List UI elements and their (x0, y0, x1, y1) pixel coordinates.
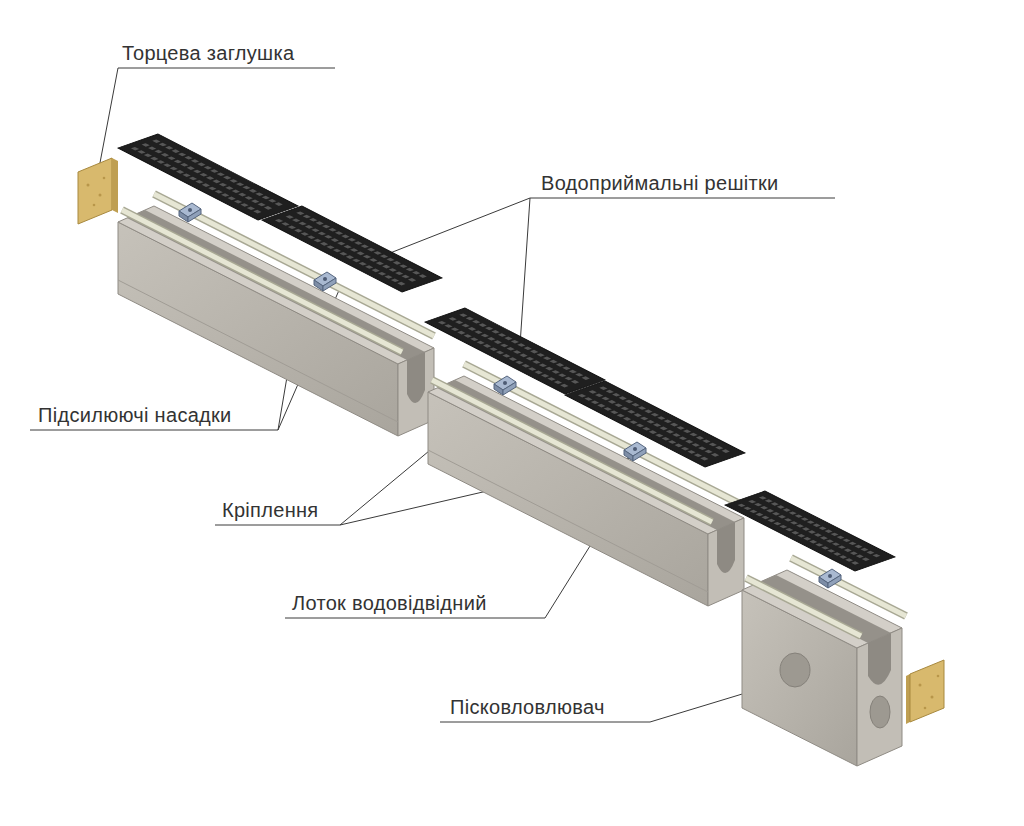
channel-2 (428, 376, 744, 606)
grate (118, 134, 298, 220)
leader-lines (30, 68, 835, 722)
clip (179, 203, 201, 222)
part-label: Підсилюючі насадки (38, 404, 232, 427)
grate (262, 206, 442, 292)
rails-2 (432, 364, 744, 522)
part-label: Торцева заглушка (122, 42, 294, 65)
clip (819, 569, 841, 588)
grate (425, 308, 605, 394)
end-cap-left (78, 158, 118, 224)
part-label: Кріплення (222, 499, 318, 522)
grate (725, 491, 895, 571)
part-label: Пісковловлювач (450, 696, 605, 719)
rails-3 (746, 558, 906, 636)
channel-1 (118, 206, 434, 436)
end-cap-right (906, 660, 944, 724)
grate (565, 381, 745, 467)
clip (494, 376, 516, 395)
clip (314, 272, 336, 291)
clip (624, 442, 646, 461)
part-label: Водоприймальні решітки (541, 172, 779, 195)
part-label: Лоток водовідвідний (292, 592, 487, 615)
